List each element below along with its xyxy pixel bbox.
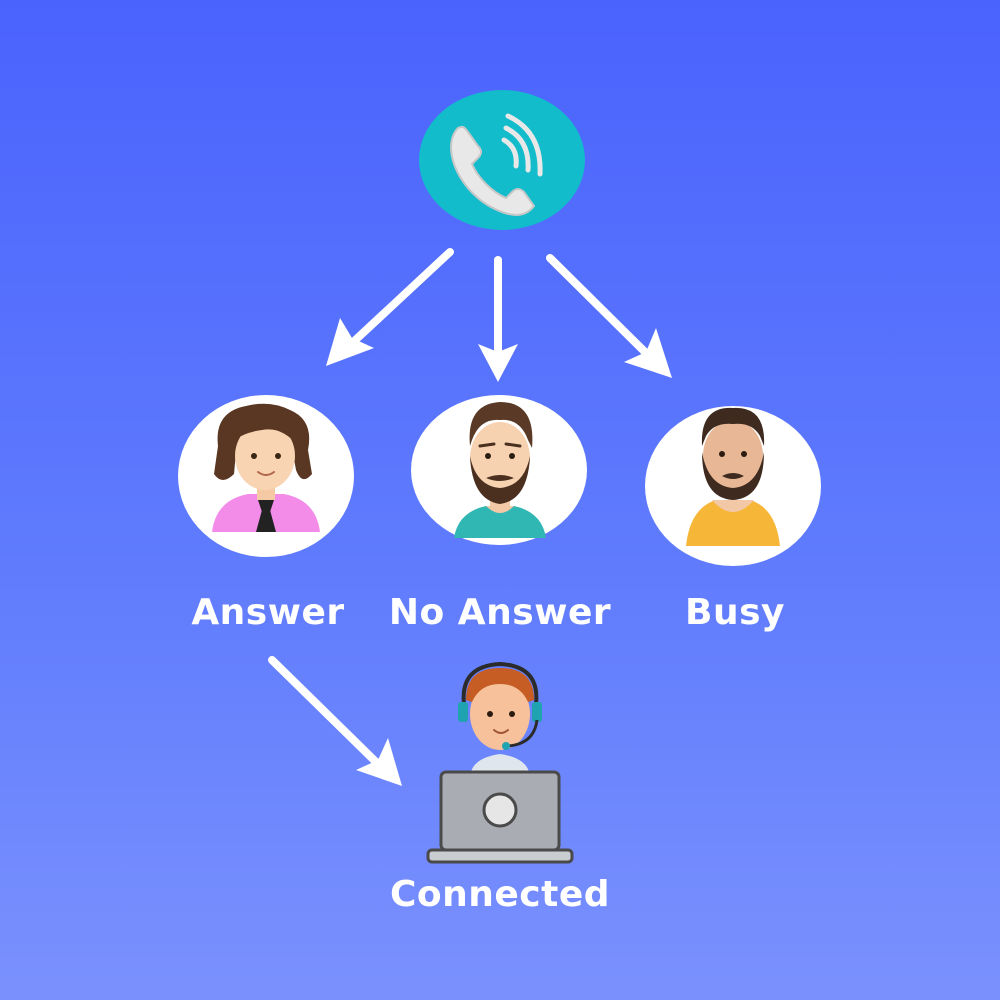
arrow-to-answer bbox=[326, 248, 454, 366]
answer-node bbox=[178, 395, 354, 557]
arrow-to-connected bbox=[268, 656, 402, 786]
woman-avatar-icon bbox=[212, 403, 320, 532]
bearded-man-avatar-icon bbox=[454, 402, 546, 538]
no-answer-label: No Answer bbox=[388, 592, 612, 633]
no-answer-node bbox=[411, 395, 587, 545]
arrow-to-busy bbox=[546, 254, 672, 378]
arrow-to-no-answer bbox=[478, 256, 518, 382]
busy-label: Busy bbox=[685, 592, 785, 633]
call-center-agent-icon bbox=[426, 661, 574, 864]
laptop-icon bbox=[426, 770, 574, 864]
connected-label: Connected bbox=[389, 874, 611, 915]
phone-node bbox=[419, 90, 585, 230]
phone-icon bbox=[450, 113, 543, 216]
answer-label: Answer bbox=[191, 592, 345, 633]
busy-node bbox=[645, 406, 821, 566]
phone-circle bbox=[419, 90, 585, 230]
bearded-man-yellow-shirt-avatar-icon bbox=[686, 407, 780, 546]
